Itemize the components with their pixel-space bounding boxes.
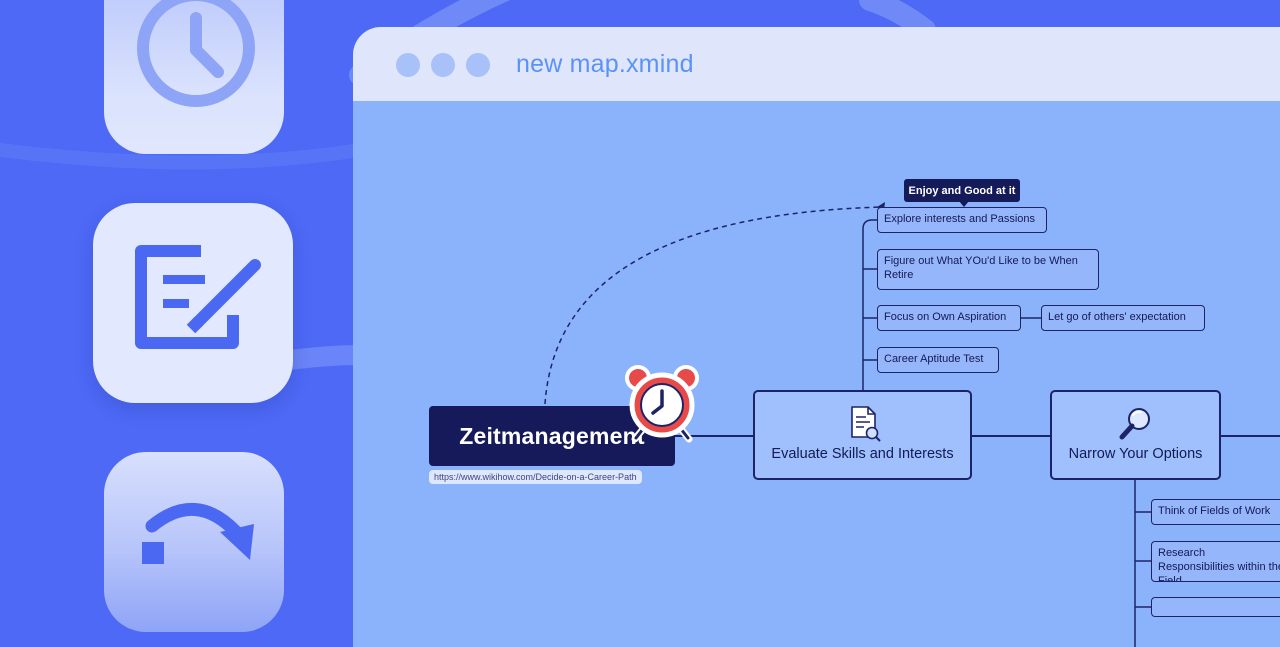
mindmap-window: new map.xmind Zeitmanagement https://www… <box>353 27 1280 647</box>
subtopic[interactable]: Career Aptitude Test <box>877 347 999 373</box>
connector-lines <box>544 202 1280 647</box>
subtopic[interactable]: Research Responsibilities within the Fie… <box>1151 541 1280 582</box>
relationship-line <box>544 206 884 405</box>
subtopic[interactable]: Let go of others' expectation <box>1041 305 1205 331</box>
subtopic[interactable]: Explore interests and Passions <box>877 207 1047 233</box>
main-topic-label: Narrow Your Options <box>1068 446 1203 462</box>
subtopic[interactable]: Figure out What YOu'd Like to be When Re… <box>877 249 1099 290</box>
redo-app-tile[interactable] <box>104 452 284 632</box>
notes-app-tile[interactable] <box>93 203 293 403</box>
edit-note-icon <box>135 245 261 349</box>
alarm-clock-icon <box>625 365 699 443</box>
topic-callout[interactable]: Enjoy and Good at it <box>904 179 1020 202</box>
subtopic[interactable]: Focus on Own Aspiration <box>877 305 1021 331</box>
callout-pointer <box>959 201 969 207</box>
window-minimize-button[interactable] <box>431 53 455 77</box>
magnifier-icon <box>1119 408 1150 440</box>
window-close-button[interactable] <box>396 53 420 77</box>
clock-icon <box>137 0 255 107</box>
window-title: new map.xmind <box>516 50 694 78</box>
subtopic[interactable]: Think of Fields of Work <box>1151 499 1280 525</box>
redo-arrow-icon <box>142 502 254 564</box>
history-app-tile[interactable] <box>104 0 284 154</box>
document-search-icon <box>850 406 881 442</box>
mindmap-canvas[interactable]: Zeitmanagement https://www.wikihow.com/D… <box>353 101 1280 647</box>
window-maximize-button[interactable] <box>466 53 490 77</box>
window-titlebar: new map.xmind <box>353 27 1280 101</box>
subtopic[interactable] <box>1151 597 1280 617</box>
main-topic-label: Evaluate Skills and Interests <box>771 446 954 462</box>
main-topic-evaluate[interactable]: Evaluate Skills and Interests <box>753 390 972 480</box>
main-topic-narrow[interactable]: Narrow Your Options <box>1050 390 1221 480</box>
topic-hyperlink[interactable]: https://www.wikihow.com/Decide-on-a-Care… <box>429 470 642 484</box>
